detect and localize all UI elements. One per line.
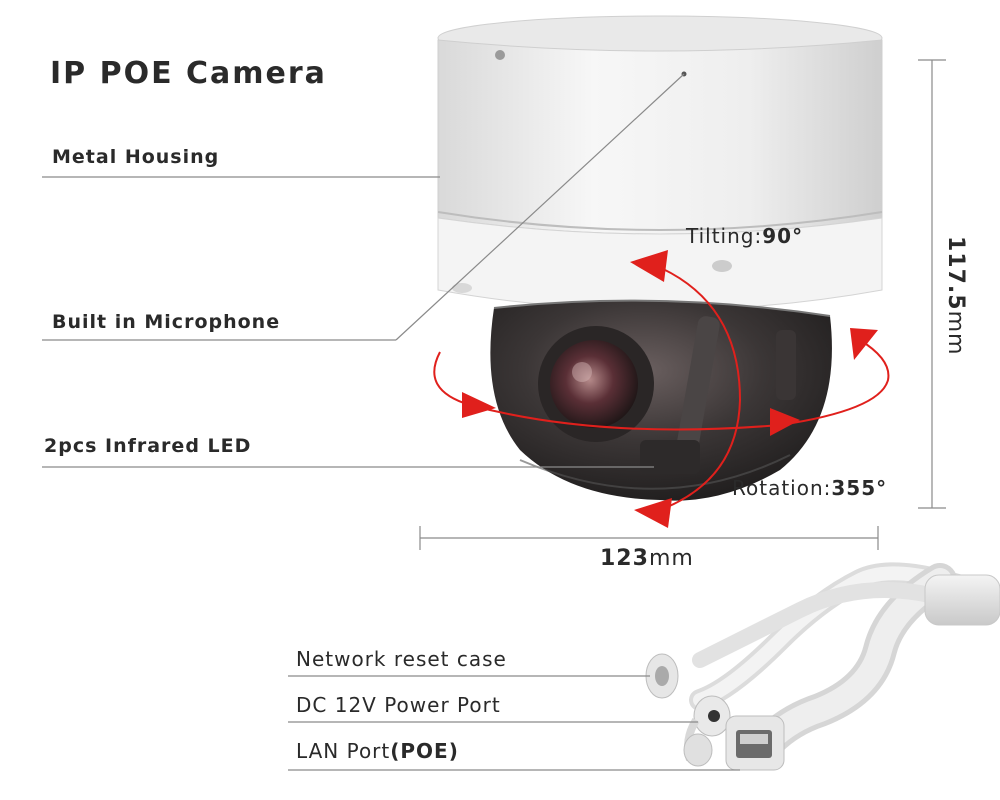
width-dimension-label: 123mm [600, 546, 694, 571]
arrow-heads [462, 250, 878, 528]
network-reset-label: Network reset case [296, 647, 507, 671]
camera-housing [437, 15, 883, 311]
rotation-label-text: Rotation: [732, 476, 832, 500]
height-dimension-line [918, 59, 946, 509]
page-title: IP POE Camera [50, 56, 327, 91]
metal-housing-label: Metal Housing [52, 146, 220, 168]
infrared-led-label: 2pcs Infrared LED [44, 435, 252, 457]
tilting-label: Tilting:90° [686, 224, 803, 248]
microphone-label: Built in Microphone [52, 311, 281, 333]
camera-dome [490, 299, 832, 501]
rotation-label: Rotation:355° [732, 476, 887, 500]
dc-power-port-label: DC 12V Power Port [296, 693, 501, 717]
width-value: 123 [600, 546, 649, 571]
height-dimension-label: 117.5mm [943, 236, 968, 355]
cable-assembly [645, 562, 1000, 771]
width-dimension-line [419, 526, 879, 550]
height-unit: mm [943, 310, 968, 356]
tilting-value: 90° [762, 224, 804, 248]
lan-port-label: LAN Port(POE) [296, 739, 459, 763]
rotation-arrows [433, 263, 890, 511]
lan-port-text: LAN Port [296, 739, 391, 763]
lan-poe-text: (POE) [390, 739, 459, 763]
height-value: 117.5 [943, 236, 968, 311]
rotation-value: 355° [831, 476, 888, 500]
width-unit: mm [648, 546, 694, 571]
port-leader-lines [288, 675, 740, 771]
tilting-label-text: Tilting: [686, 224, 763, 248]
feature-leader-lines [42, 73, 685, 468]
